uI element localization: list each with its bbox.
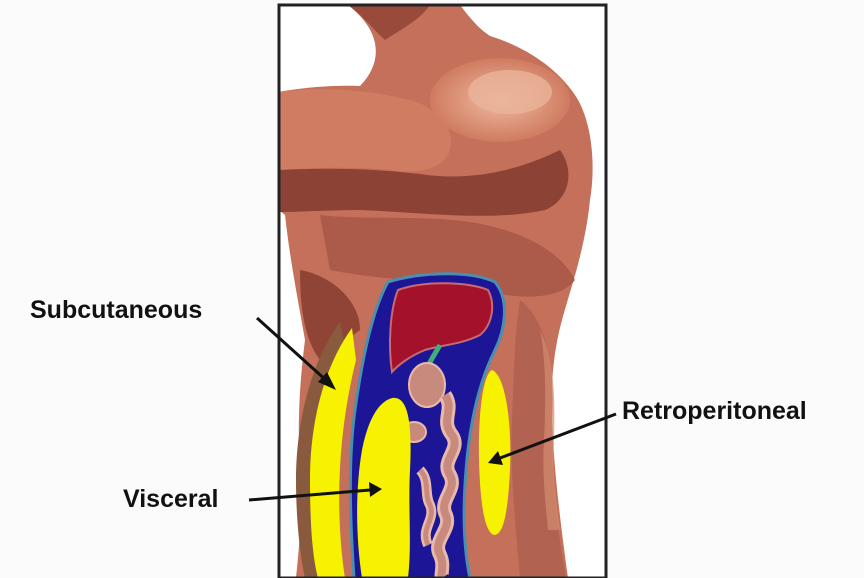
shoulder-glow bbox=[468, 70, 552, 114]
label-retroperitoneal: Retroperitoneal bbox=[622, 399, 807, 424]
label-visceral: Visceral bbox=[123, 487, 218, 512]
label-subcutaneous: Subcutaneous bbox=[30, 298, 202, 323]
torso-illustration bbox=[279, 5, 593, 578]
organ-stomach bbox=[409, 363, 445, 407]
